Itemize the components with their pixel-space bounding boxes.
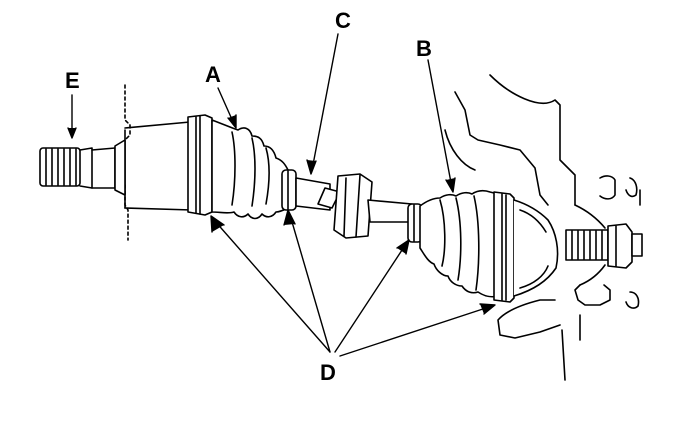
callout-b: B (416, 36, 432, 61)
inboard-boot (211, 119, 289, 220)
inboard-spline-end (39, 147, 116, 189)
callout-e: E (65, 68, 80, 93)
leader-c (311, 33, 339, 171)
inboard-small-clamp (281, 169, 297, 211)
callout-d: D (320, 360, 336, 385)
outboard-small-clamp (407, 203, 423, 243)
inboard-joint-housing (114, 114, 213, 216)
leader-d (210, 209, 496, 357)
steering-knuckle (444, 74, 641, 381)
outboard-spline-and-nut (565, 223, 643, 269)
callout-a: A (205, 62, 221, 87)
callout-c: C (335, 8, 351, 33)
leader-b (427, 59, 453, 189)
shaft-center (295, 173, 413, 239)
transmission-housing (124, 84, 193, 241)
leader-lines (67, 33, 496, 357)
outboard-joint-housing (493, 191, 559, 303)
outboard-boot (419, 189, 499, 298)
